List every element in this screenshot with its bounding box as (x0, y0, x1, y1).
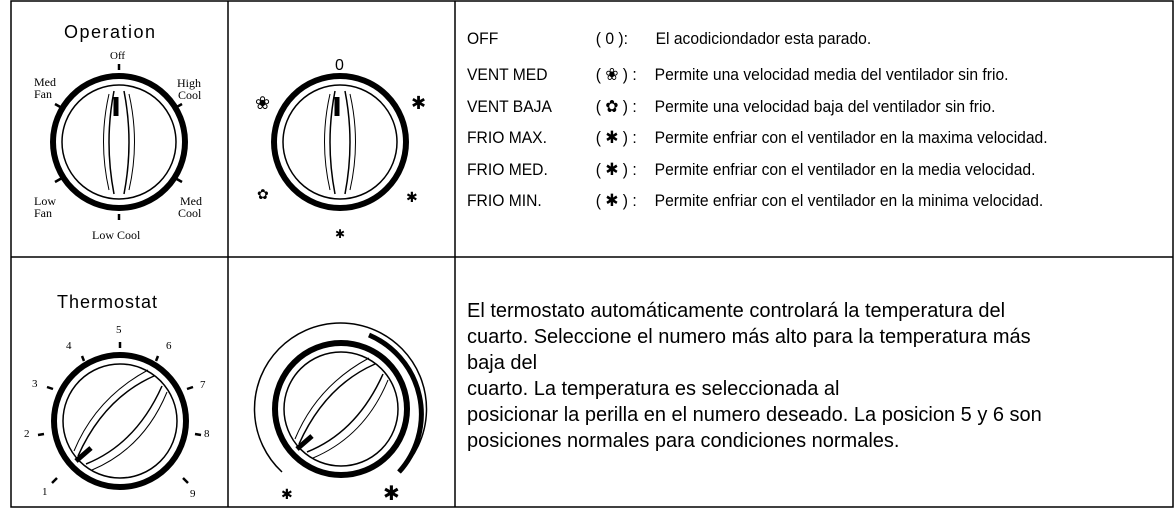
thermo-number-6: 6 (166, 340, 172, 352)
thermostat-description: El termostato automáticamente controlará… (467, 298, 1167, 454)
mode-name: VENT MED (467, 65, 548, 84)
mode-name: FRIO MIN. (467, 191, 542, 210)
label-med-cool-1: Med (180, 194, 202, 208)
operation-symbol-dial-cell: 0 ❀ ✱ ✿ ✱ ✱ (229, 2, 454, 256)
mode-name: VENT BAJA (467, 97, 552, 116)
mode-symbol: ( 0 ): (595, 29, 628, 48)
thermo-number-1: 1 (42, 486, 48, 498)
thermostat-description-line: El termostato automáticamente controlará… (467, 300, 1006, 322)
thermostat-symbol-dial-cell: ✱ ✱ (229, 258, 454, 506)
symbol-dial: ❀ ✱ ✿ ✱ ✱ (255, 73, 426, 241)
svg-text:✱: ✱ (383, 483, 400, 505)
operation-dial (50, 64, 188, 220)
label-cool-high: Cool (178, 88, 202, 102)
svg-text:✿: ✿ (257, 188, 269, 203)
svg-text:✱: ✱ (281, 488, 293, 503)
mode-desc: Permite enfriar con el ventilador en la … (654, 191, 1044, 210)
mode-desc: Permite una velocidad baja del ventilado… (654, 97, 996, 116)
thermo-number-4: 4 (66, 340, 72, 352)
mode-name: FRIO MAX. (467, 128, 547, 147)
label-fan-med: Fan (34, 87, 52, 101)
thermostat-description-line: cuarto. La temperatura es seleccionada a… (467, 378, 840, 400)
mode-desc: Permite enfriar con el ventilador en la … (654, 128, 1048, 147)
thermostat-description-line: posicionar la perilla en el numero desea… (467, 404, 1042, 426)
svg-text:✱: ✱ (411, 93, 426, 113)
thermo-number-3: 3 (32, 378, 38, 390)
label-fan-low: Fan (34, 206, 52, 220)
mode-name: FRIO MED. (467, 160, 548, 179)
mode-desc: Permite una velocidad media del ventilad… (654, 65, 1009, 84)
label-high: High (177, 76, 201, 90)
mode-desc: Permite enfriar con el ventilador en la … (654, 160, 1036, 179)
thermo-number-5: 5 (116, 324, 122, 336)
mode-symbol: ( ✱ ) : (595, 160, 637, 179)
label-med-cool-2: Cool (178, 206, 202, 220)
mode-symbol: ( ✿ ) : (595, 97, 637, 116)
thermostat-description-line: cuarto. Seleccione el numero más alto pa… (467, 326, 1031, 348)
thermostat-description-line: posiciones normales para condiciones nor… (467, 430, 900, 452)
mode-symbol: ( ❀ ) : (595, 65, 637, 84)
thermo-number-9: 9 (190, 488, 196, 500)
thermo-number-8: 8 (204, 428, 210, 440)
svg-text:✱: ✱ (406, 191, 418, 206)
label-med: Med (34, 75, 56, 89)
thermostat-dial (37, 342, 202, 490)
label-zero: 0 (335, 57, 344, 74)
label-low-cool: Low Cool (92, 228, 141, 242)
label-off: Off (110, 50, 126, 62)
thermo-number-7: 7 (200, 379, 206, 391)
mode-name: OFF (467, 29, 499, 48)
svg-text:✱: ✱ (335, 227, 345, 241)
mode-symbol: ( ✱ ) : (595, 191, 637, 210)
svg-text:❀: ❀ (255, 93, 270, 113)
thermostat-symbol-dial: ✱ ✱ (253, 322, 428, 505)
thermostat-dial-cell: Thermostat 1 2 3 4 5 6 7 8 9 (12, 258, 227, 506)
thermostat-description-line: baja del (467, 352, 538, 374)
operation-dial-cell: Operation Off High Cool Med Fan Low Fan … (12, 2, 227, 256)
label-low: Low (34, 194, 56, 208)
thermo-number-2: 2 (24, 428, 30, 440)
thermostat-title: Thermostat (57, 292, 159, 312)
mode-desc: El acodiciondador esta parado. (655, 29, 872, 48)
operation-title: Operation (64, 22, 157, 42)
mode-symbol: ( ✱ ) : (595, 128, 637, 147)
